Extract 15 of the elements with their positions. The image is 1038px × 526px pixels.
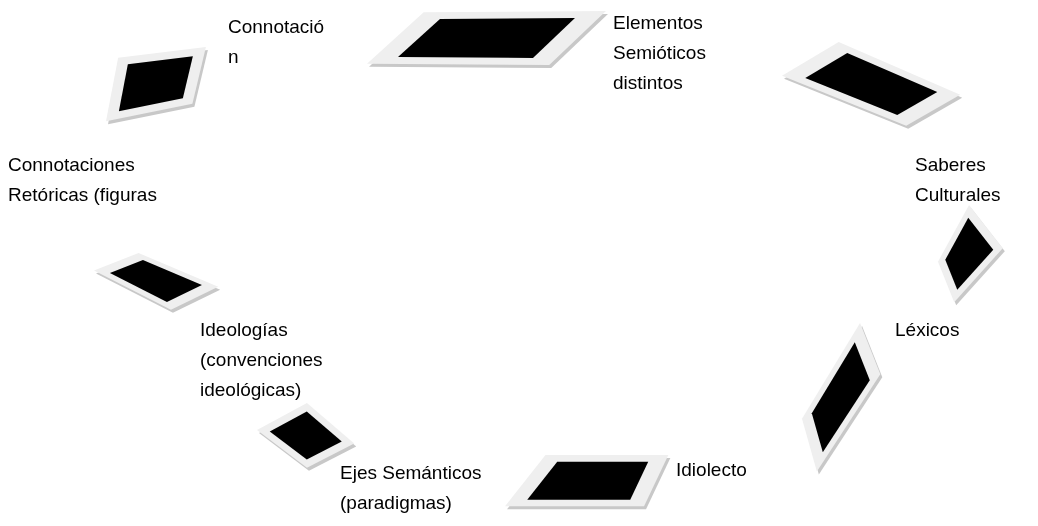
label-text: Ejes Semánticos (paradigmas) <box>340 461 483 515</box>
parallelogram-shape <box>93 252 222 314</box>
parallelogram-shape <box>366 10 609 69</box>
label-text: Connotaciones Retóricas (figuras <box>8 153 158 207</box>
label-text: Léxicos <box>895 318 961 342</box>
label-text: Saberes Culturales <box>915 153 1002 207</box>
label-text: Elementos Semióticos distintos <box>613 11 707 95</box>
label-text: Idiolecto <box>676 458 748 482</box>
label-text: Connotación <box>228 15 326 69</box>
parallelogram-shape <box>503 454 672 511</box>
label-text: Ideologías (convenciones ideológicas) <box>200 318 324 402</box>
parallelogram-shape <box>936 204 1006 307</box>
parallelogram-shape <box>105 45 209 126</box>
parallelogram-shape <box>780 40 963 130</box>
parallelogram-shape <box>801 321 884 476</box>
